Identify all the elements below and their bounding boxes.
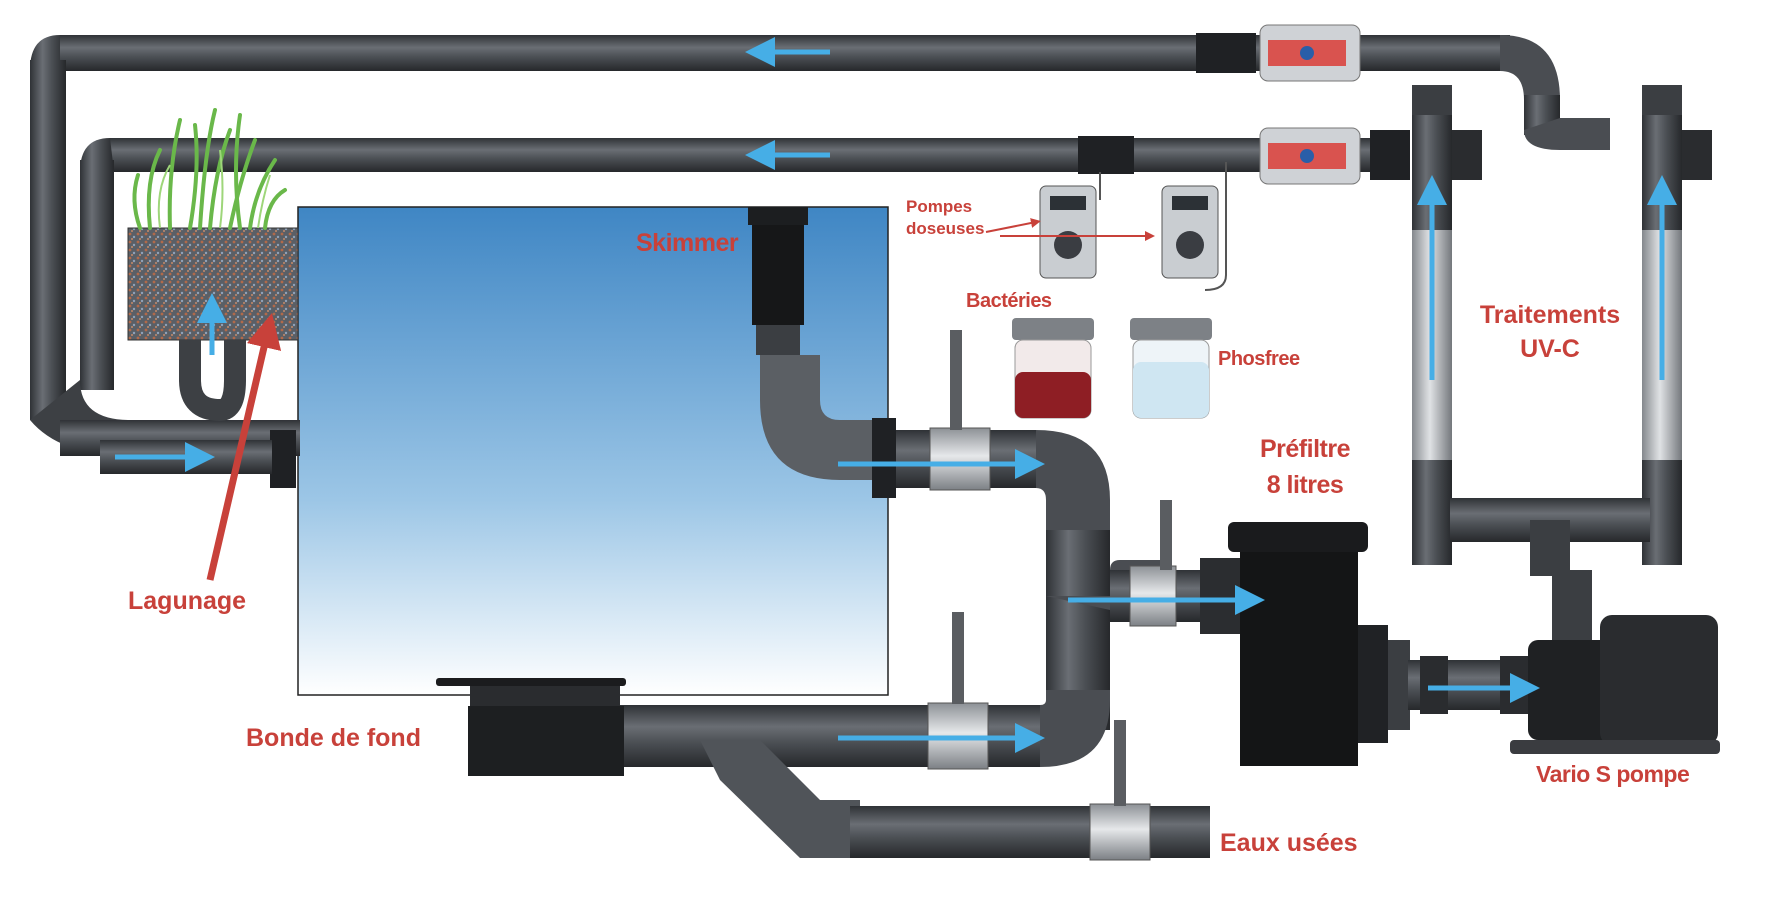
eaux-usees-label: Eaux usées: [1220, 829, 1358, 857]
ball-valve-icon[interactable]: [1259, 24, 1361, 82]
lagunage-filter: [127, 108, 299, 422]
dosing-pointer-arrow: [985, 218, 1041, 233]
bonde-label: Bonde de fond: [246, 724, 421, 752]
dosing-pump-icon: [1039, 185, 1097, 279]
bacteria-jar: [1012, 318, 1094, 419]
dosing-line: [1204, 162, 1227, 291]
doseuses-label: doseuses: [906, 219, 985, 238]
union-right: [1500, 656, 1528, 714]
uvc-label: UV-C: [1520, 335, 1580, 363]
waste-water-pipe: [700, 720, 1210, 861]
ball-valve-icon[interactable]: [1259, 127, 1361, 185]
phosfree-label: Phosfree: [1218, 348, 1300, 370]
bottom-drain: [436, 678, 626, 776]
prefiltre-label: Préfiltre: [1260, 435, 1350, 463]
lagunage-pointer-arrow: [206, 312, 282, 581]
pipe-coupler: [1078, 136, 1134, 174]
uvc-unit-right: [1642, 85, 1712, 565]
flow-arrow-icon: [115, 37, 1677, 753]
vario-pump: [1510, 570, 1720, 754]
dosing-pump-icon: [1161, 185, 1219, 279]
skimmer-label: Skimmer: [636, 229, 739, 257]
vario-label: Vario S pompe: [1536, 761, 1690, 787]
prefiltre-volume-label: 8 litres: [1266, 471, 1344, 499]
pipe-coupler: [1370, 130, 1410, 180]
phosfree-jar: [1130, 318, 1212, 419]
union-left: [1420, 656, 1448, 714]
pipe-coupler: [1196, 33, 1256, 73]
lagunage-label: Lagunage: [128, 587, 247, 615]
traitements-label: Traitements: [1479, 301, 1621, 329]
prefilter-inlet-pipe: [1046, 500, 1240, 634]
prefilter: [1228, 522, 1410, 766]
bacteries-label: Bactéries: [966, 290, 1052, 312]
skimmer: [748, 207, 896, 498]
second-return-pipe: [30, 138, 1380, 456]
wall-inlet-fitting: [270, 430, 296, 488]
uvc-tee: [1530, 520, 1570, 576]
pompes-label: Pompes: [906, 197, 973, 216]
